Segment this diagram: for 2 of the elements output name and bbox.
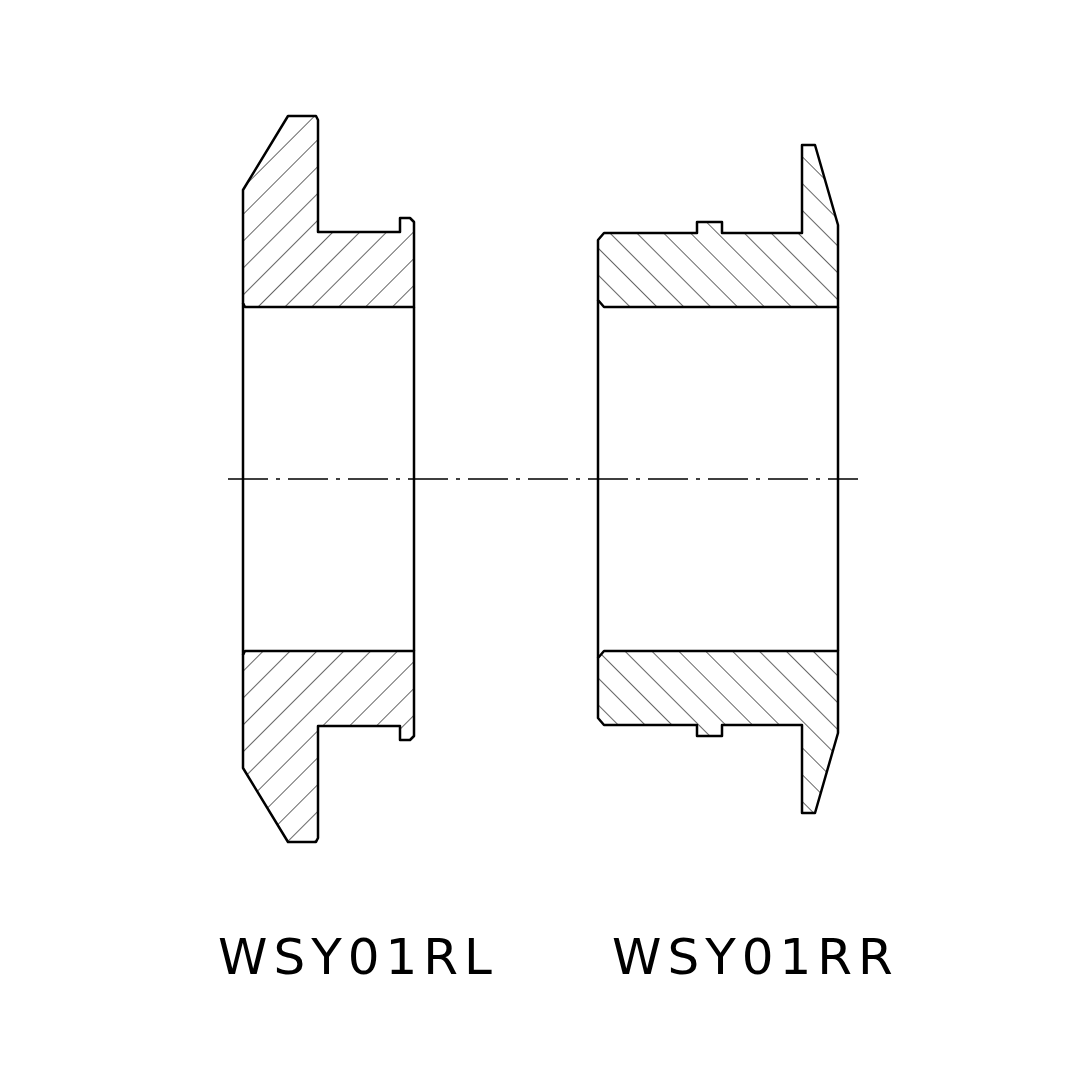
part-number-label: WSY01RR — [612, 932, 899, 982]
part-number-label: WSY01RL — [218, 932, 498, 982]
